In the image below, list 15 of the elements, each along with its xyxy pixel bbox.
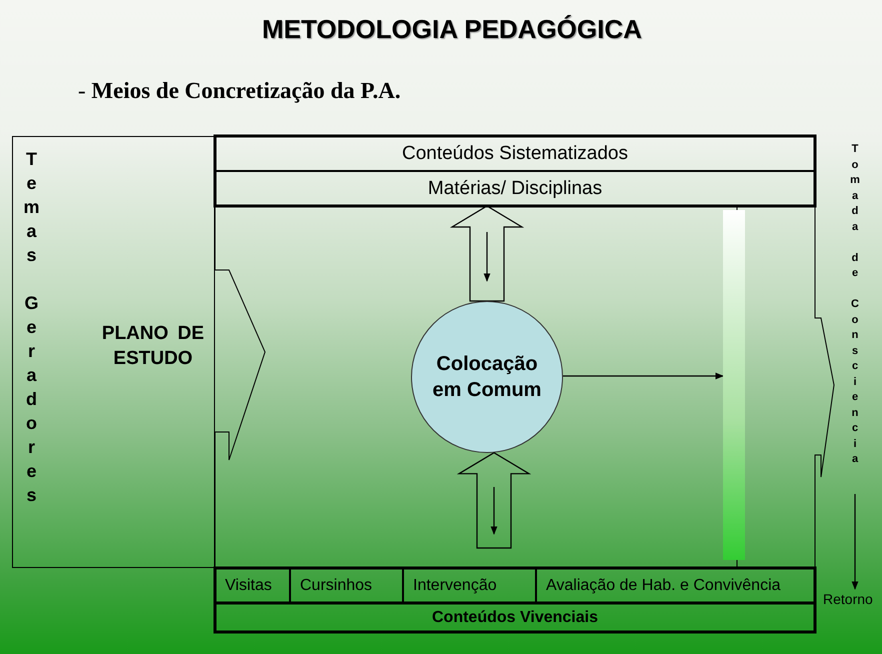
arrow (852, 494, 858, 590)
vertical-label: Temas Geradores (22, 148, 40, 507)
arrow (563, 372, 724, 380)
side-label: Retorno (823, 589, 880, 609)
block-arrow (450, 205, 524, 302)
block-arrow (456, 452, 532, 549)
side-panel (12, 136, 215, 568)
table-cell: Cursinhos (290, 568, 403, 603)
gradient-bar (723, 210, 745, 560)
vertical-label: Tomada de Consciencia (846, 142, 864, 494)
circle-node: Colocação em Comum (411, 301, 563, 453)
subtitle: - Meios de Concretização da P.A. (78, 78, 401, 104)
title: METODOLOGIA PEDAGÓGICA (262, 14, 642, 45)
panel-heading: PLANO DE ESTUDO (91, 320, 215, 372)
table-cell: Intervenção (403, 568, 536, 603)
